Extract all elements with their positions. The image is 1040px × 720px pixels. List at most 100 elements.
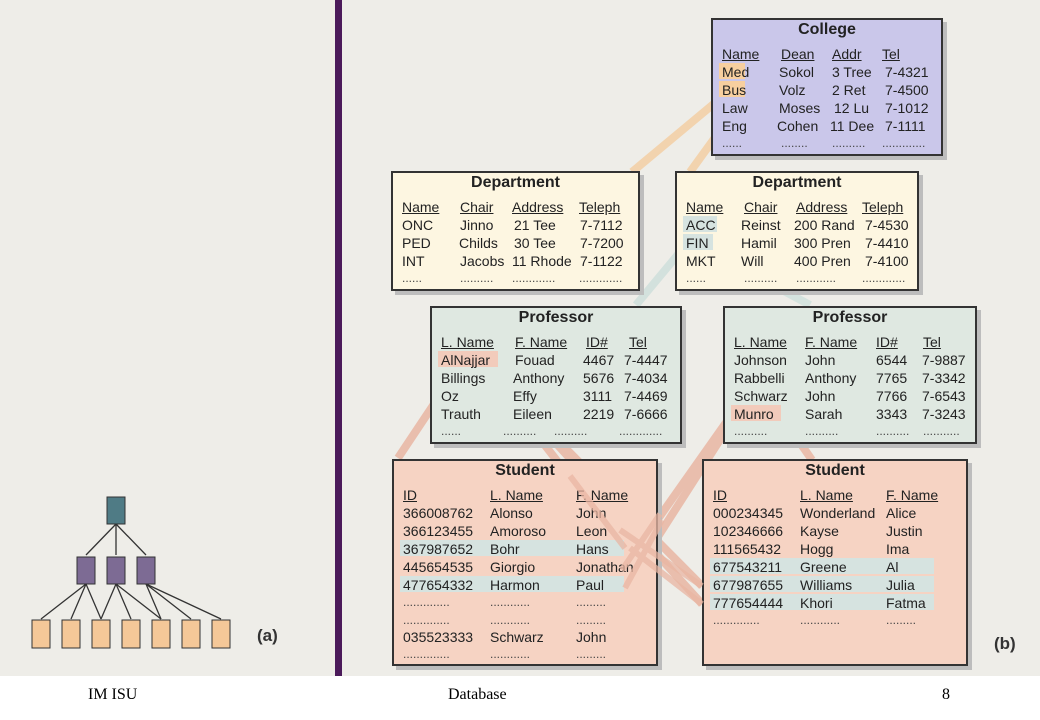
ellipsis: ............. [579,271,623,285]
row-highlight [400,576,624,592]
ellipsis: .......... [805,424,839,438]
table-cell: 7-4530 [865,217,909,233]
ellipsis: ......... [576,647,607,661]
ellipsis: ...... [441,424,462,438]
table-cell: 7-4500 [885,82,929,98]
table-cell: 7-7112 [580,217,623,233]
ellipsis: ......... [576,595,607,609]
column-header: Name [686,199,724,215]
table-cell: Law [722,100,748,116]
table-cell: Leon [576,523,608,539]
table-cell: Oz [441,388,459,404]
tree-root-node [106,496,126,525]
table-cell: 7-4469 [624,388,668,404]
table-cell: 11 Rhode [512,253,572,269]
table-cell: Bohr [490,541,520,557]
table-cell: 200 Rand [794,217,855,233]
ellipsis: .......... [460,271,494,285]
table-cell: 3343 [876,406,908,422]
table-cell: 7-6543 [922,388,966,404]
table-cell: 7766 [876,388,908,404]
ellipsis: .............. [403,595,450,609]
ellipsis: .............. [713,613,760,627]
professor-title: Professor [518,309,594,326]
column-header: F. Name [515,334,568,350]
professor-table-right: Professor L. Name F. Name ID# Tel Johnso… [723,306,977,444]
column-header: F. Name [805,334,858,350]
table-cell: 7-4034 [624,370,668,386]
table-cell: Reinst [741,217,781,233]
table-cell: 7-1012 [885,100,929,116]
table-cell: Hamil [741,235,777,251]
table-cell: Bus [722,82,747,98]
table-cell: 102346666 [713,523,784,539]
table-cell: 7-4100 [865,253,909,269]
table-cell: 30 Tee [514,235,556,251]
table-cell: Anthony [513,370,565,386]
table-cell: 300 Pren [794,235,851,251]
table-cell: Amoroso [490,523,547,539]
row-highlight [719,81,745,97]
table-cell: 677543211 [713,559,783,575]
table-cell: Hogg [800,541,834,557]
ellipsis: .......... [744,271,778,285]
table-cell: 7-3342 [922,370,966,386]
panel-label-a: (a) [257,626,278,645]
table-cell: John [805,388,836,404]
table-cell: AlNajjar [441,352,491,368]
row-highlight [731,405,781,421]
table-cell: Schwarz [734,388,788,404]
table-cell: Justin [886,523,923,539]
table-cell: Williams [800,577,853,593]
table-cell: Moses [779,100,821,116]
department-title: Department [752,174,842,191]
table-cell: 000234345 [713,505,784,521]
department-title: Department [471,174,560,191]
column-header: ID# [586,334,608,350]
tree-leaf-node [31,619,51,649]
row-highlight [710,576,934,592]
table-cell: Trauth [441,406,481,422]
table-cell: Schwarz [490,629,544,645]
ellipsis: .............. [403,613,450,627]
table-cell: Sokol [779,64,815,80]
table-cell: Alice [886,505,917,521]
ellipsis: ............. [862,271,906,285]
table-cell: 7-4321 [885,64,929,80]
table-cell: John [805,352,836,368]
table-cell: Eng [722,118,747,134]
table-cell: Wonderland [800,505,876,521]
ellipsis: .......... [876,424,910,438]
table-cell: Anthony [805,370,857,386]
table-cell: Billings [441,370,486,386]
tree-mid-node [106,556,126,585]
table-cell: Eileen [513,406,552,422]
connector-overlay-giorgio [619,512,663,572]
panel-label-b: (b) [994,634,1016,653]
college-table: College Name Dean Addr Tel Med Sokol 3 T… [711,18,943,156]
table-cell: Kayse [800,523,839,539]
column-header: ID [713,487,727,503]
table-cell: Alonso [490,505,533,521]
table-cell: 5676 [583,370,615,386]
ellipsis: ............. [619,424,663,438]
ellipsis: ............ [490,647,531,661]
column-header: F. Name [886,487,939,503]
table-cell: 445654535 [403,559,474,575]
tree-leaf-node [181,619,201,649]
column-header: Addr [832,46,862,62]
ellipsis: ........ [781,136,808,150]
hierarchy-tree-diagram [31,496,231,649]
table-cell: 12 Lu [834,100,870,116]
table-cell: Khori [800,595,833,611]
footer-left: IM ISU [88,686,138,703]
column-header: Address [512,199,564,215]
student-table-right: Student ID L. Name F. Name 000234345 Won… [702,459,968,666]
professor-table-left: Professor L. Name F. Name ID# Tel AlNajj… [430,306,682,444]
footer-center: Database [448,686,507,703]
ellipsis: ............. [882,136,926,150]
student-table-left: Student ID L. Name F. Name 366008762 Alo… [392,459,658,666]
table-cell: Hans [576,541,609,557]
table-cell: 2 Ret [832,82,866,98]
table-cell: 7-9887 [922,352,966,368]
